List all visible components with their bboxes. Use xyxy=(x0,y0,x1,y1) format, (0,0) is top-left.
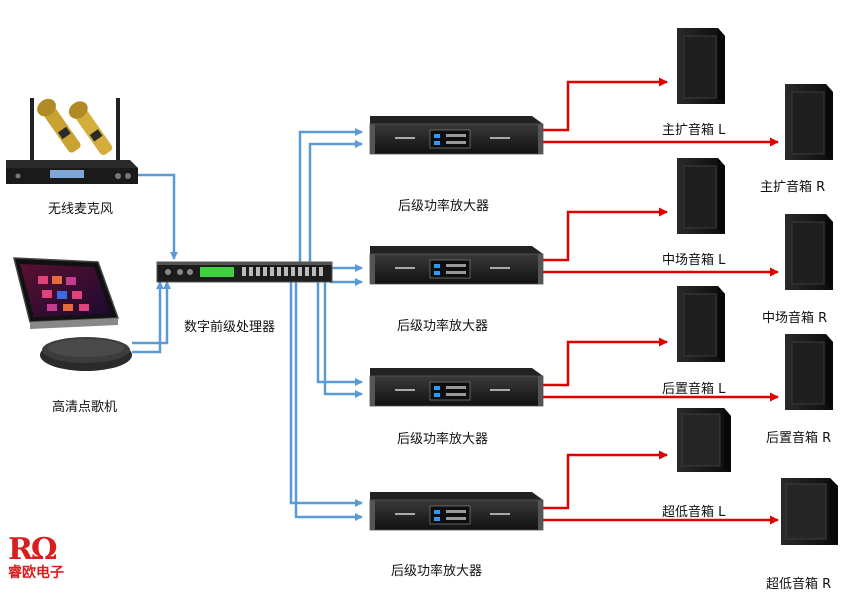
wireless-mic-device xyxy=(6,98,138,184)
speaker-main-l xyxy=(677,28,725,104)
line-amp4-to-sub-l xyxy=(543,450,668,510)
line-processor-to-amp3 xyxy=(316,282,363,386)
label-amp-2: 后级功率放大器 xyxy=(397,318,488,334)
line-amp3-to-rear-l xyxy=(543,337,668,387)
label-main-l: 主扩音箱 L xyxy=(662,122,726,138)
speaker-rear-r xyxy=(785,334,833,410)
output-signal-lines xyxy=(543,77,779,525)
ktv-player-device xyxy=(13,257,132,371)
brand-name: 睿欧电子 xyxy=(8,565,64,581)
line-mic-to-processor xyxy=(138,173,178,260)
label-main-r: 主扩音箱 R xyxy=(760,179,825,195)
subwoofer-l xyxy=(677,408,731,472)
label-wireless-mic: 无线麦克风 xyxy=(48,202,113,217)
label-amp-4: 后级功率放大器 xyxy=(391,563,482,579)
amplifier-2 xyxy=(369,246,544,285)
label-amp-3: 后级功率放大器 xyxy=(397,431,488,447)
label-sub-r: 超低音箱 R xyxy=(766,576,831,592)
amplifier-3 xyxy=(369,368,544,407)
line-processor-to-amp4 xyxy=(289,282,363,507)
label-rear-r: 后置音箱 R xyxy=(766,430,831,446)
line-amp1-to-main-l xyxy=(543,77,668,132)
line-ktv-to-processor xyxy=(132,281,164,354)
line-processor-to-amp1 xyxy=(298,128,363,282)
label-ktv-player: 高清点歌机 xyxy=(52,399,117,415)
label-processor: 数字前级处理器 xyxy=(184,319,275,335)
label-rear-l: 后置音箱 L xyxy=(662,381,726,397)
speaker-rear-l xyxy=(677,286,725,362)
brand-logo: RΩ 睿欧电子 xyxy=(8,532,78,582)
speaker-mid-r xyxy=(785,214,833,290)
label-mid-r: 中场音箱 R xyxy=(762,310,827,326)
subwoofer-r xyxy=(781,478,838,545)
label-sub-l: 超低音箱 L xyxy=(662,504,726,520)
brand-mark: RΩ xyxy=(8,532,58,567)
line-amp2-to-mid-l xyxy=(543,207,668,262)
label-amp-1: 后级功率放大器 xyxy=(398,198,489,214)
amplifier-4 xyxy=(369,492,544,531)
speaker-main-r xyxy=(785,84,833,160)
label-mid-l: 中场音箱 L xyxy=(662,252,726,268)
speaker-mid-l xyxy=(677,158,725,234)
processor-device xyxy=(156,261,333,283)
amplifier-1 xyxy=(369,116,544,155)
